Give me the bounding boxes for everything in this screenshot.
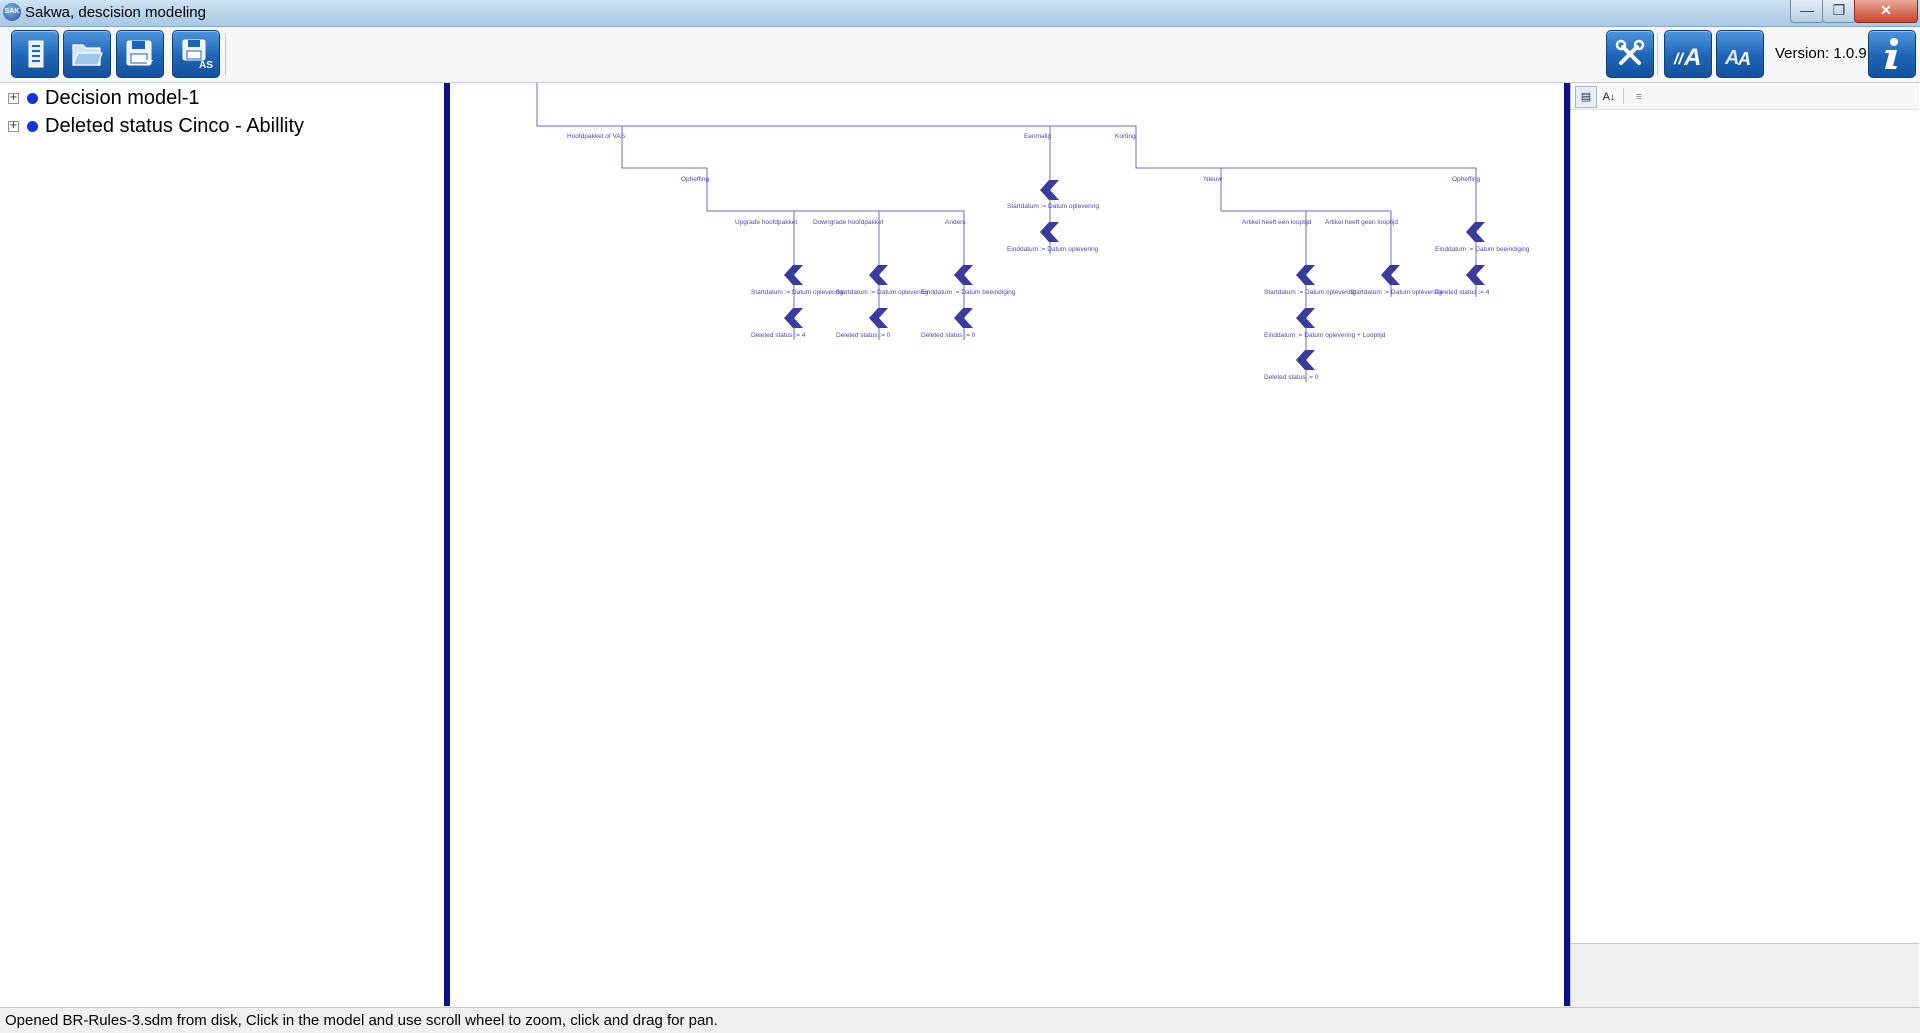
rule-label: Startdatum := Datum oplevering [836, 289, 928, 296]
rule-node[interactable] [954, 308, 973, 328]
rule-node[interactable] [1296, 308, 1315, 328]
edge-label: Eenmalig [1024, 133, 1051, 140]
open-button[interactable] [63, 30, 111, 78]
save-button[interactable] [116, 30, 164, 78]
edge-label: Hoofdpakket of VAS [567, 133, 626, 140]
list-document-icon [28, 40, 44, 68]
svg-text:A: A [1683, 44, 1701, 69]
property-grid[interactable]: ▤ A↓ ≡ [1570, 83, 1920, 1007]
rule-label: Startdatum := Datum oplevering [1264, 289, 1356, 296]
toolbar-separator [1623, 88, 1624, 104]
maximize-button[interactable]: ❐ [1822, 0, 1856, 23]
info-icon [1885, 38, 1898, 69]
edge-label: Artikel heeft een looptijd [1242, 219, 1312, 226]
edge-label: Opheffing [1452, 176, 1480, 183]
node-dot-icon [27, 92, 38, 104]
rule-node[interactable] [1466, 265, 1485, 285]
rule-label: Einddatum := Datum oplevering [1007, 246, 1099, 253]
font-large-icon: // A [1673, 44, 1701, 69]
rule-label: Deleted status := 0 [921, 332, 976, 339]
floppy-save-as-icon: AS [182, 39, 213, 70]
tree-item-deleted-status[interactable]: + Deleted status Cinco - Abillity [0, 113, 444, 139]
categorized-icon: ▤ [1580, 91, 1592, 103]
title-bar: SAK Sakwa, descision modeling — ❐ ✕ [0, 0, 1920, 27]
alphabetical-button[interactable]: A↓ [1598, 86, 1620, 108]
rule-node[interactable] [784, 265, 803, 285]
rule-label: Startdatum := Datum oplevering [1007, 203, 1099, 210]
rule-label: Startdatum := Datum oplevering [1350, 289, 1442, 296]
rule-label: Einddatum := Datum beeindiging [921, 289, 1016, 296]
rule-node[interactable] [1466, 222, 1485, 242]
rule-node[interactable] [869, 308, 888, 328]
font-small-icon: A A [1724, 47, 1751, 69]
rule-label: Deleted status := 0 [1264, 374, 1319, 381]
app-logo-icon: SAK [3, 3, 21, 21]
rule-node[interactable] [869, 265, 888, 285]
main-toolbar: AS // A A A Version: 1.0.9 [0, 27, 1920, 83]
edge-label: Korting [1115, 133, 1136, 140]
edge-label: Anders [945, 219, 966, 226]
minimize-button[interactable]: — [1790, 0, 1824, 23]
tree-item-decision-model[interactable]: + Decision model-1 [0, 85, 444, 111]
tools-icon [1615, 39, 1645, 65]
rule-node[interactable] [954, 265, 973, 285]
tree-item-label: Deleted status Cinco - Abillity [45, 114, 305, 137]
new-model-button[interactable] [11, 30, 59, 78]
model-canvas[interactable]: Hoofdpakket of VAS Eenmalig Korting Ophe… [451, 83, 1564, 1006]
expand-icon[interactable]: + [8, 91, 19, 104]
rule-node[interactable] [1040, 222, 1059, 242]
edge-label: Nieuw [1204, 176, 1222, 183]
property-pages-button[interactable]: ≡ [1628, 86, 1650, 108]
rule-label: Startdatum := Datum oplevering [751, 289, 843, 296]
property-toolbar: ▤ A↓ ≡ [1571, 83, 1919, 110]
folder-open-icon [72, 44, 103, 66]
save-as-badge: AS [199, 60, 213, 70]
edge-label: Upgrade hoofdpakket [735, 219, 797, 226]
property-pages-icon: ≡ [1635, 91, 1643, 103]
info-button[interactable] [1868, 30, 1916, 78]
toolbar-separator [1657, 33, 1658, 75]
categorized-button[interactable]: ▤ [1575, 86, 1597, 108]
edge-label: Artikel heeft geen looptijd [1325, 219, 1398, 226]
status-bar: Opened BR-Rules-3.sdm from disk, Click i… [0, 1007, 1920, 1033]
rule-label: Deleted status := 0 [836, 332, 891, 339]
version-label: Version: 1.0.9 [1775, 45, 1867, 62]
status-text: Opened BR-Rules-3.sdm from disk, Click i… [5, 1012, 718, 1029]
toolbar-separator [225, 33, 226, 75]
minimize-icon: — [1800, 2, 1814, 18]
rule-label: Einddatum := Datum beeindiging [1435, 246, 1530, 253]
close-icon: ✕ [1880, 2, 1892, 18]
font-increase-button[interactable]: // A [1664, 30, 1712, 78]
edge-label: Opheffing [681, 176, 709, 183]
font-decrease-button[interactable]: A A [1716, 30, 1764, 78]
node-dot-icon [27, 120, 38, 132]
right-splitter[interactable] [1564, 83, 1570, 1006]
rule-node[interactable] [1296, 350, 1315, 370]
close-button[interactable]: ✕ [1854, 0, 1918, 23]
svg-text:A: A [1737, 49, 1751, 69]
rule-node[interactable] [1040, 180, 1059, 200]
decision-diagram[interactable]: Hoofdpakket of VAS Eenmalig Korting Ophe… [451, 83, 1564, 1006]
edge-label: Downgrade hoofdpakket [813, 219, 884, 226]
left-splitter[interactable] [444, 83, 450, 1006]
rule-node[interactable] [784, 308, 803, 328]
property-description-area [1571, 943, 1919, 1007]
rule-label: Deleted status := 4 [751, 332, 806, 339]
window-title: Sakwa, descision modeling [25, 4, 206, 21]
rule-node[interactable] [1296, 265, 1315, 285]
expand-icon[interactable]: + [8, 119, 19, 132]
svg-text:A: A [1724, 47, 1739, 69]
floppy-save-icon [126, 40, 153, 66]
tree-item-label: Decision model-1 [45, 86, 200, 109]
svg-text://: // [1673, 51, 1684, 68]
rule-node[interactable] [1381, 265, 1400, 285]
save-as-button[interactable]: AS [172, 30, 220, 78]
model-tree[interactable]: + Decision model-1 + Deleted status Cinc… [0, 83, 445, 1006]
rule-label: Einddatum := Datum oplevering + Looptijd [1264, 332, 1386, 339]
settings-button[interactable] [1606, 30, 1654, 78]
sort-az-icon: A↓ [1602, 91, 1616, 103]
rule-label: Deleted status := 4 [1435, 289, 1490, 296]
restore-icon: ❐ [1832, 2, 1846, 18]
